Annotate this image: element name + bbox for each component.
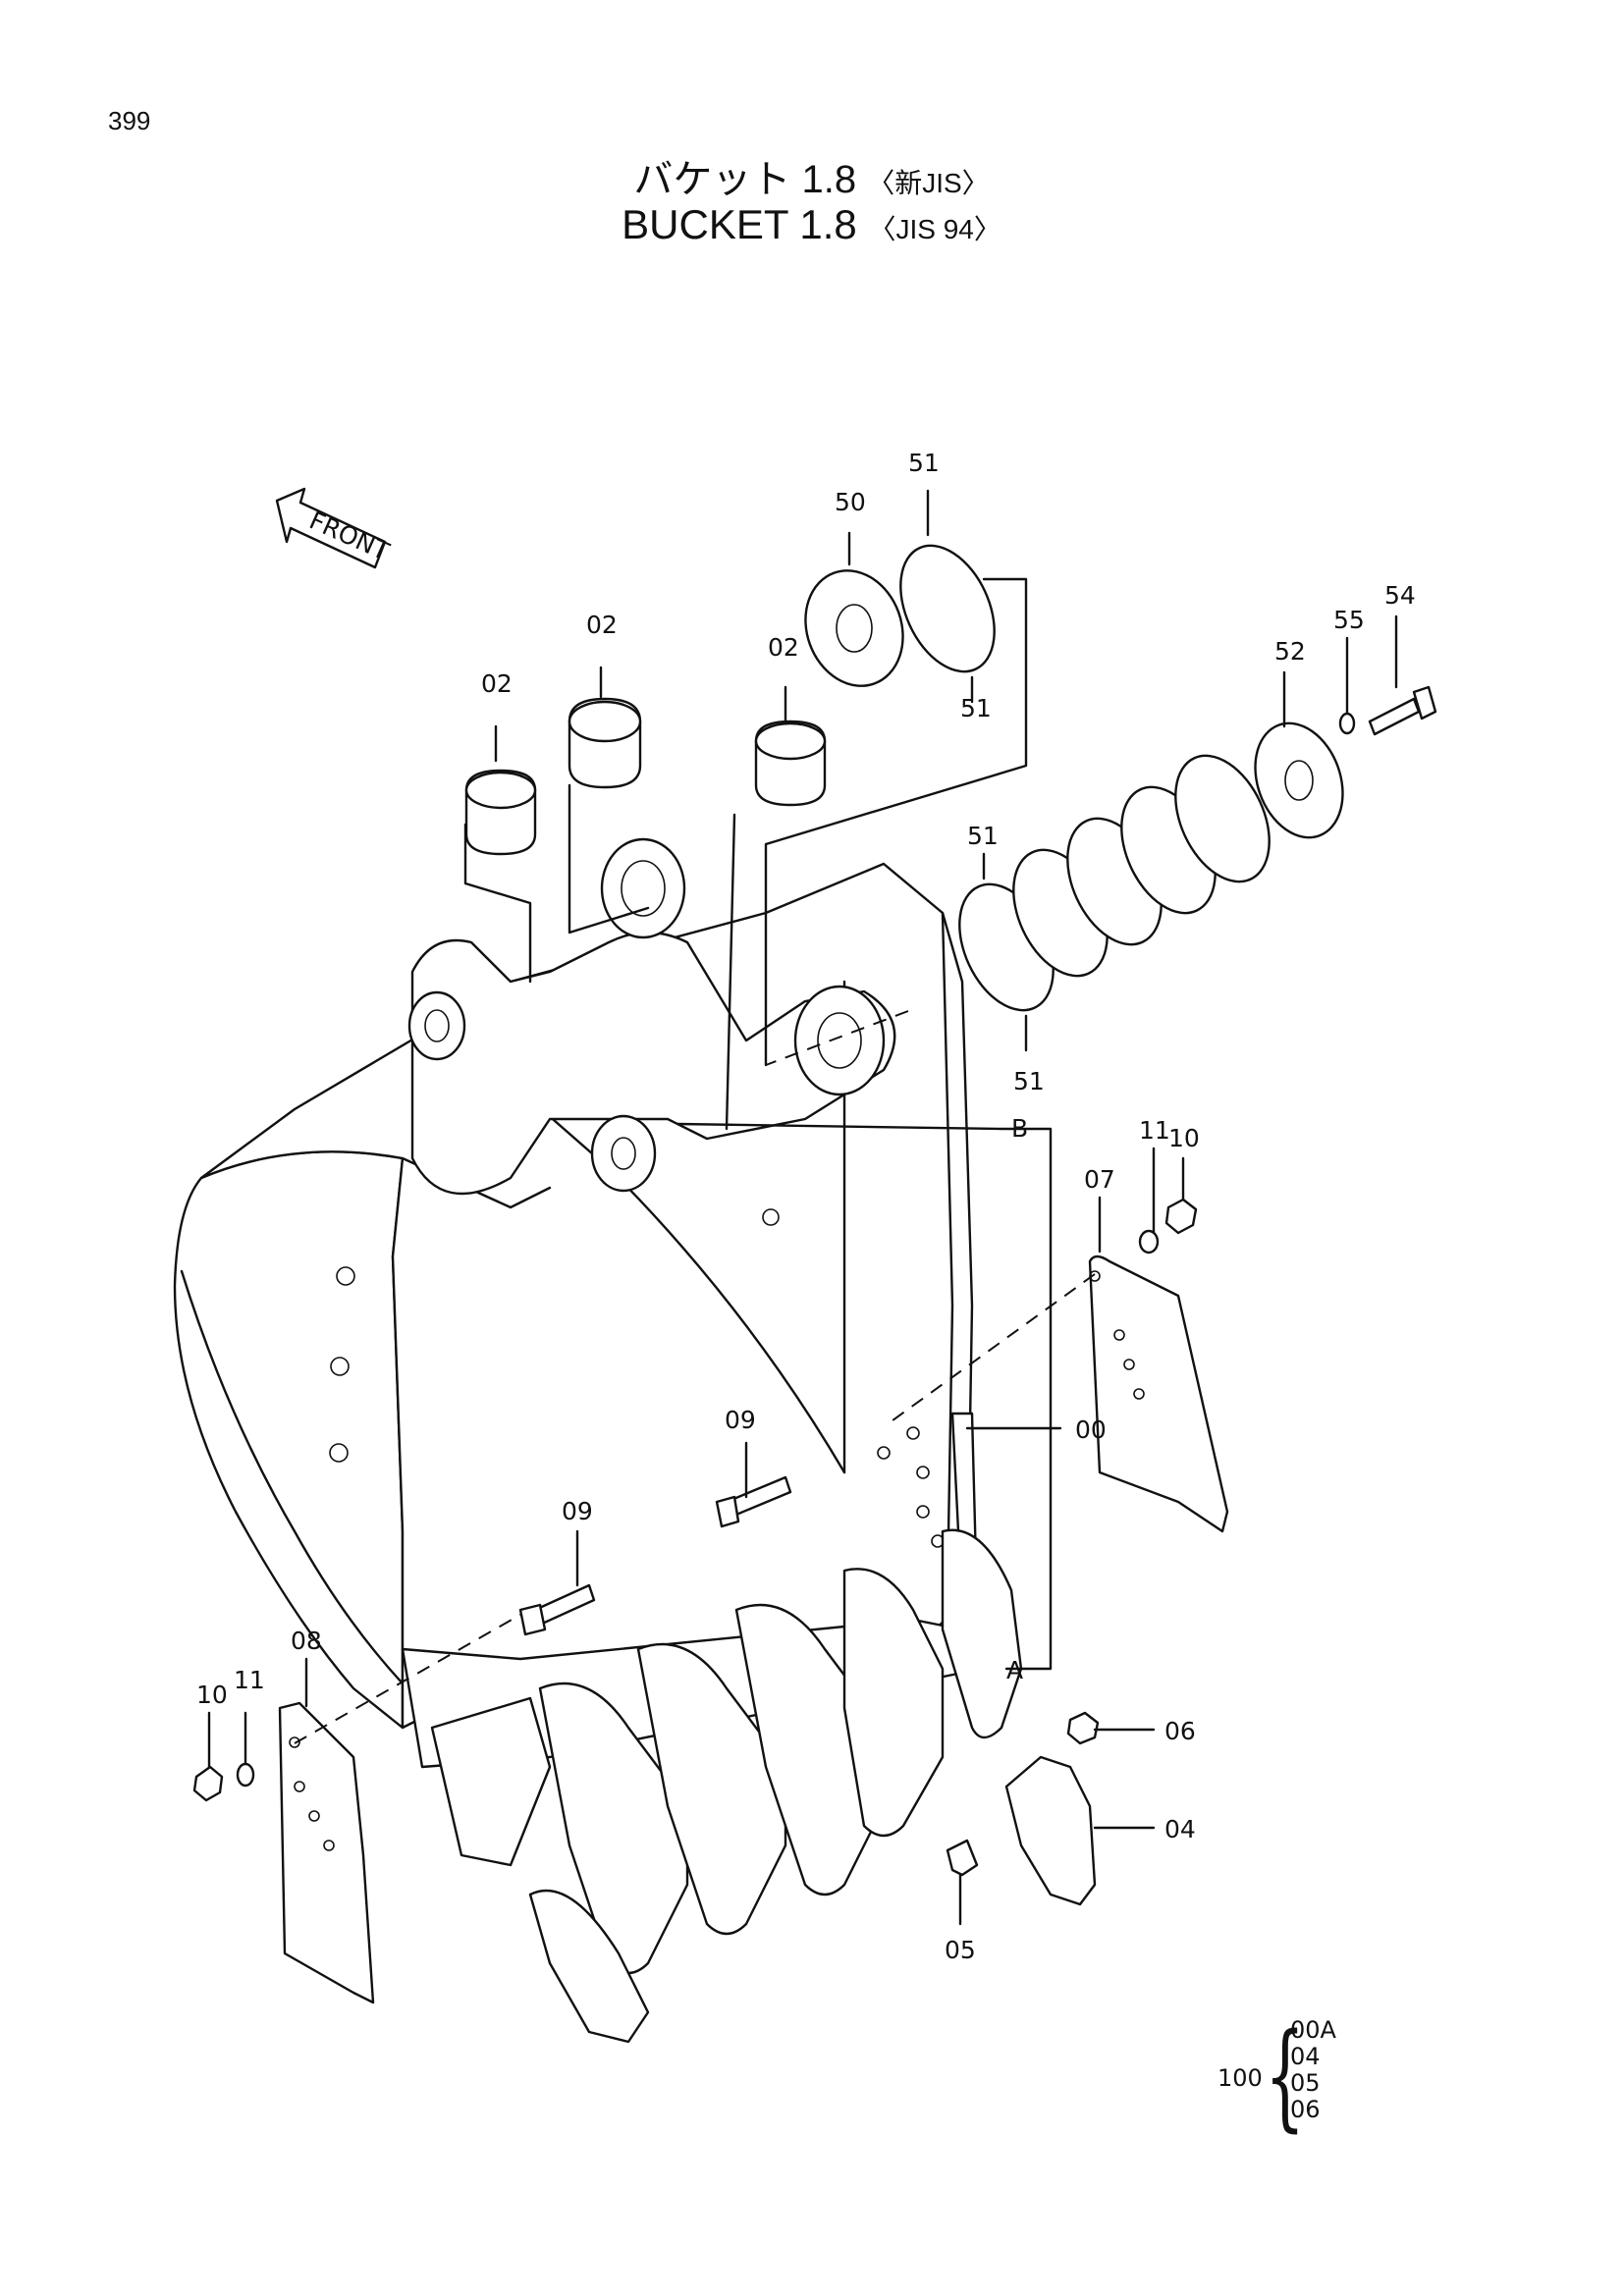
shim-50 (804, 569, 904, 687)
kit-item: 06 (1290, 2096, 1321, 2123)
label-00: 00 (1075, 1415, 1107, 1444)
title-en-spec: 〈JIS 94〉 (868, 214, 1001, 244)
label-02-a: 02 (481, 669, 513, 698)
label-02-b: 02 (586, 611, 618, 639)
plate-52-washer-55-bolt-54 (1254, 685, 1437, 839)
label-50: 50 (835, 488, 866, 516)
label-11-b: 11 (234, 1666, 265, 1694)
kit-brace: { (1265, 2007, 1306, 2143)
label-06: 06 (1164, 1717, 1196, 1745)
label-08: 08 (291, 1627, 322, 1655)
part-labels: 02 02 02 50 51 51 51 51 52 55 54 B A 00 … (196, 449, 1416, 1964)
label-54: 54 (1384, 581, 1416, 610)
label-51-c: 51 (967, 822, 999, 850)
title-english: BUCKET 1.8 〈JIS 94〉 (0, 201, 1623, 248)
title-japanese: バケット 1.8 〈新JIS〉 (0, 147, 1623, 204)
bucket-teeth (430, 1528, 1023, 2044)
label-A: A (1006, 1656, 1023, 1684)
label-02-c: 02 (768, 633, 799, 662)
side-cutters (192, 1198, 1229, 2004)
label-11-a: 11 (1139, 1116, 1170, 1145)
label-51-a: 51 (908, 449, 940, 477)
leader-lines (207, 489, 1398, 1926)
kit-items: 00A 04 05 06 (1290, 2017, 1336, 2123)
label-55: 55 (1333, 606, 1365, 634)
title-en-text: BUCKET 1.8 (622, 201, 857, 247)
label-B: B (1011, 1114, 1028, 1143)
title-jp-text: バケット 1.8 (633, 158, 857, 201)
kit-item: 00A (1290, 2016, 1336, 2044)
label-51-d: 51 (1013, 1067, 1045, 1095)
front-label: FRONT (305, 506, 394, 566)
label-04: 04 (1164, 1815, 1196, 1843)
label-05: 05 (945, 1936, 976, 1964)
page-number: 399 (108, 106, 151, 135)
label-51-b: 51 (960, 694, 992, 722)
label-09-b: 09 (562, 1497, 593, 1525)
front-arrow-icon: FRONT (275, 487, 394, 569)
shims-51 (899, 544, 1271, 1012)
bushings-02 (464, 697, 827, 856)
tooth-04-pin-05-nut-06 (946, 1711, 1100, 1906)
label-07: 07 (1084, 1165, 1115, 1194)
kit-item: 05 (1290, 2069, 1321, 2097)
label-10-a: 10 (1168, 1124, 1200, 1152)
title-jp-spec: 〈新JIS〉 (867, 168, 990, 198)
label-52: 52 (1274, 637, 1306, 666)
kit-number: 100 (1217, 2064, 1263, 2092)
kit-item: 04 (1290, 2043, 1321, 2070)
label-09-a: 09 (725, 1406, 756, 1434)
label-10-b: 10 (196, 1681, 228, 1709)
